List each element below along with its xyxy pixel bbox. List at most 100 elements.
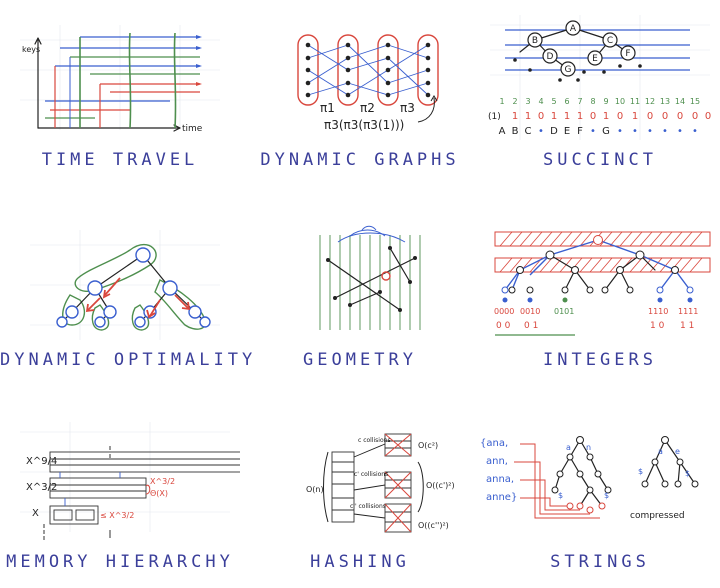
topic-succinct[interactable]: A B C D E F G 1 2 3 4 5 6 7 8 9 10 (480, 0, 720, 180)
search-path-regions (62, 243, 207, 331)
svg-text:c'' collisions: c'' collisions (350, 503, 386, 510)
topic-dynamic-optimality[interactable]: DYNAMIC OPTIMALITY (0, 200, 257, 380)
integers-label[interactable]: INTEGERS (543, 350, 657, 370)
svg-text:E: E (564, 126, 570, 137)
word-pointers (514, 443, 600, 519)
topic-time-travel[interactable]: keys time (0, 0, 240, 180)
hashing-label[interactable]: HASHING (310, 552, 410, 572)
integer-short-codes: 0 0 0 1 1 0 1 1 (496, 321, 694, 331)
memory-hierarchy-label[interactable]: MEMORY HIERARCHY (6, 552, 234, 572)
trie-nodes (501, 235, 694, 294)
svg-text:12: 12 (645, 97, 655, 106)
graph-paper (490, 15, 710, 140)
svg-text:0: 0 (677, 111, 683, 122)
svg-text:0: 0 (662, 111, 668, 122)
svg-text:anna,: anna, (486, 474, 514, 485)
time-travel-illustration: keys time (20, 25, 220, 134)
svg-text:1: 1 (603, 111, 609, 122)
topic-integers[interactable]: 0000 0010 0101 1110 1111 0 0 0 1 1 0 1 1… (480, 200, 720, 380)
time-cuts (54, 32, 177, 129)
svg-text:1: 1 (499, 97, 504, 106)
svg-text:X: X (32, 508, 39, 519)
dynamic-optimality-label[interactable]: DYNAMIC OPTIMALITY (0, 350, 257, 370)
svg-text:C: C (607, 36, 613, 46)
intersection-marker (381, 271, 391, 281)
arrow-heads (196, 35, 202, 86)
topic-strings[interactable]: {ana, ann, anna, anne} (480, 402, 720, 588)
svg-text:D: D (547, 52, 554, 62)
topic-memory-hierarchy[interactable]: X^9/4 X^3/2 X X^3/2 Θ( (0, 402, 240, 588)
svg-text:Θ(X): Θ(X) (150, 489, 168, 498)
pi3-label: π3 (400, 101, 415, 115)
svg-text:anne}: anne} (486, 492, 517, 503)
svg-text:•: • (662, 126, 668, 137)
svg-text:O((c'')²): O((c'')²) (418, 521, 449, 530)
succinct-label[interactable]: SUCCINCT (543, 150, 657, 170)
svg-text:13: 13 (660, 97, 670, 106)
svg-text:$: $ (558, 491, 563, 500)
letter-row: A B C • D E F • G • • • • • • (499, 126, 698, 137)
hashing-illustration: c collisions c' collisions c'' collision… (306, 433, 455, 533)
strings-label[interactable]: STRINGS (550, 552, 650, 572)
cross-hatch (384, 433, 412, 533)
svg-text:0 0: 0 0 (496, 321, 511, 331)
suffix-trie-nodes (551, 436, 612, 514)
rotation-arrows (85, 277, 191, 319)
tree-brace (337, 232, 406, 243)
graph-paper (30, 230, 220, 340)
leaf-dots (513, 58, 642, 82)
vertices (305, 42, 431, 98)
svg-text:B: B (512, 126, 519, 137)
svg-text:1: 1 (512, 111, 518, 122)
svg-text:10: 10 (615, 97, 625, 106)
index-row: 1 2 3 4 5 6 7 8 9 10 11 12 13 14 15 (499, 97, 700, 106)
svg-text:0: 0 (647, 111, 653, 122)
bst-nodes (56, 247, 211, 328)
svg-text:5: 5 (551, 97, 556, 106)
svg-text:e: e (675, 447, 680, 456)
compressed-note: compressed (630, 511, 685, 521)
svg-text:O(c²): O(c²) (418, 441, 438, 450)
segment-endpoints (326, 246, 417, 312)
memory-hierarchy-illustration: X^9/4 X^3/2 X X^3/2 Θ( (20, 422, 240, 540)
bit-row: 1 1 0 1 1 1 0 1 0 1 0 0 0 0 0 (512, 111, 711, 122)
bits-prefix: (1) (488, 112, 501, 122)
svg-text:F: F (625, 49, 630, 59)
svg-text:•: • (692, 126, 698, 137)
svg-text:A: A (499, 126, 506, 137)
svg-text:0 1: 0 1 (524, 321, 538, 331)
compressed-trie-nodes (641, 436, 699, 488)
geometry-label[interactable]: GEOMETRY (303, 350, 417, 370)
svg-text:9: 9 (603, 97, 608, 106)
svg-text:•: • (647, 126, 653, 137)
level-labels: X^9/4 X^3/2 X (26, 456, 57, 519)
tree-nodes (527, 20, 636, 77)
svg-text:15: 15 (690, 97, 700, 106)
svg-text:4: 4 (538, 97, 543, 106)
tree-node-labels: A B C D E F G (532, 24, 631, 75)
svg-text:1110: 1110 (648, 307, 668, 316)
svg-text:G: G (565, 65, 572, 75)
hash-tables-secondary (384, 433, 412, 533)
word-list: {ana, ann, anna, anne} (480, 438, 517, 503)
svg-text:X^9/4: X^9/4 (26, 456, 57, 467)
svg-text:1: 1 (577, 111, 583, 122)
trie-edge-labels: a n a e $ $ $ $ (558, 443, 690, 500)
composition-formula: π3(π3(π3(1))) (324, 118, 404, 132)
svg-text:•: • (632, 126, 638, 137)
time-travel-label[interactable]: TIME TRAVEL (41, 150, 199, 170)
svg-text:14: 14 (675, 97, 685, 106)
svg-text:6: 6 (564, 97, 569, 106)
graph-paper (20, 25, 220, 130)
topic-hashing[interactable]: c collisions c' collisions c'' collision… (240, 402, 480, 588)
svg-text:n: n (586, 443, 591, 452)
pi1-label: π1 (320, 101, 335, 115)
svg-text:D: D (550, 126, 558, 137)
vertex-groups (297, 34, 439, 106)
topic-dynamic-graphs[interactable]: π1 π2 π3 π3(π3(π3(1))) DYNAMIC GRAPHS (240, 0, 480, 180)
svg-text:1: 1 (564, 111, 570, 122)
dynamic-graphs-label[interactable]: DYNAMIC GRAPHS (260, 150, 460, 170)
svg-text:0: 0 (590, 111, 596, 122)
svg-text:X^3/2: X^3/2 (26, 482, 57, 493)
topic-geometry[interactable]: GEOMETRY (240, 200, 480, 380)
